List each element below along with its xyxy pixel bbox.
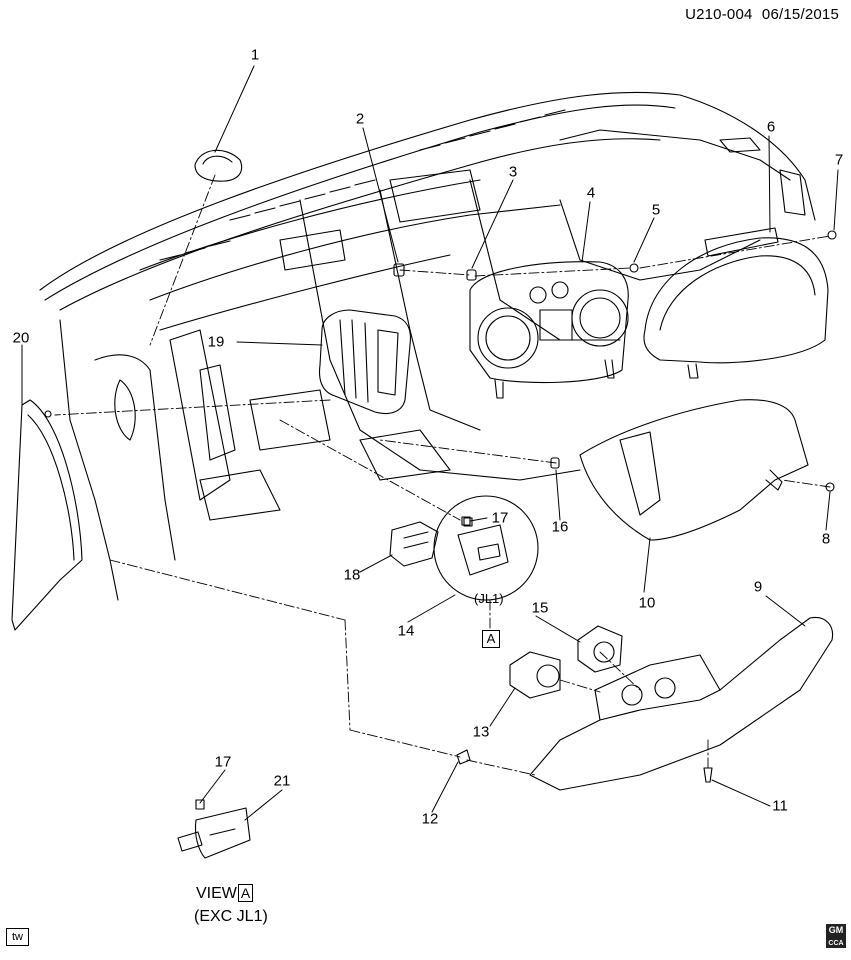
callout-5: 5 (651, 201, 661, 219)
part-11-screw (703, 767, 713, 783)
callout-3: 3 (508, 163, 518, 181)
callout-9: 9 (753, 578, 763, 596)
view-ref-box: A (237, 884, 254, 902)
diagram-header: U210-004 06/15/2015 (685, 6, 839, 23)
part-10-knee-bolster-trim (579, 399, 809, 541)
part-1-speaker-cover (194, 149, 243, 182)
detail-view-jl1 (433, 495, 539, 601)
part-5-screw (629, 263, 639, 273)
callout-2: 2 (355, 110, 365, 128)
part-16-clip (550, 457, 560, 469)
detail-view-ref: A (482, 630, 500, 648)
callout-6: 6 (766, 118, 776, 136)
diagram-code: U210-004 (685, 6, 753, 23)
callout-8: 8 (821, 530, 831, 548)
gm-logo: GM CCA (826, 924, 846, 948)
part-20-end-cap (11, 399, 83, 631)
part-7-screw (827, 230, 837, 240)
callout-20: 20 (12, 329, 30, 347)
detail-option-label: (JL1) (474, 591, 504, 606)
callout-7: 7 (834, 151, 844, 169)
callout-11: 11 (772, 797, 788, 815)
part-12-clip (456, 749, 471, 765)
callout-13: 13 (472, 723, 490, 741)
part-8-screw (825, 482, 835, 492)
callout-18: 18 (343, 566, 361, 584)
callout-1: 1 (250, 46, 260, 64)
callout-10: 10 (638, 594, 656, 612)
callout-15: 15 (531, 599, 549, 617)
part-4-instrument-cluster (469, 261, 629, 399)
callout-14: 14 (397, 622, 415, 640)
view-subtitle: (EXC JL1) (194, 908, 268, 925)
part-15-switch (577, 625, 623, 673)
part-21-trim-cover (177, 807, 251, 859)
part-17-clip-view-a (195, 799, 205, 810)
part-19-air-outlet (318, 309, 412, 415)
callout-4: 4 (586, 184, 596, 202)
view-prefix: VIEW (196, 885, 237, 902)
callout-17: 17 (491, 509, 509, 527)
instrument-panel-carrier (39, 91, 816, 601)
part-18-switch (389, 521, 439, 567)
callout-17-view-a: 17 (214, 753, 232, 771)
callout-19: 19 (207, 333, 225, 351)
gm-logo-subtext: CCA (828, 940, 844, 947)
diagram-date: 06/15/2015 (761, 6, 839, 23)
gm-logo-text: GM (828, 925, 844, 935)
tw-badge: tw (6, 928, 29, 946)
callout-16: 16 (551, 518, 569, 536)
part-13-switch (509, 651, 561, 699)
part-6-cluster-bezel (643, 227, 829, 379)
callout-21: 21 (273, 772, 291, 790)
part-9-lower-trim-panel (529, 616, 834, 791)
callout-12: 12 (421, 810, 439, 828)
